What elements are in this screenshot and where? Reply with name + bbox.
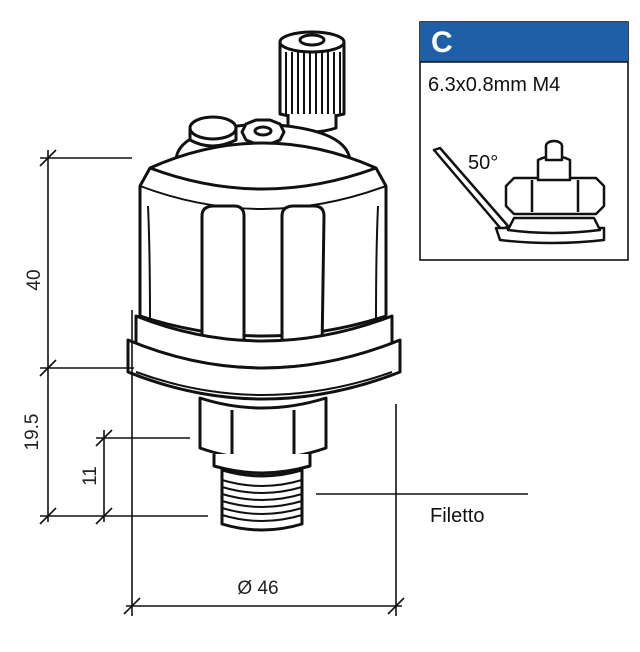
hex-nut	[198, 396, 328, 461]
inset-header	[420, 22, 628, 62]
inset-angle: 50°	[468, 152, 498, 174]
threaded-fitting	[212, 454, 312, 532]
dimension-height-thread: 11	[80, 466, 101, 486]
housing-recess	[200, 204, 246, 356]
sensor-housing	[138, 141, 388, 338]
inset-spec: 6.3x0.8mm M4	[428, 74, 560, 96]
dimension-diameter: Ø 46	[237, 578, 278, 599]
ground-screw	[240, 118, 286, 146]
dimension-height-body: 40	[24, 269, 45, 290]
base-flange	[126, 338, 402, 401]
thread-label: Filetto	[430, 505, 484, 527]
pressure-sensor	[126, 30, 402, 532]
inset-letter: C	[431, 26, 453, 59]
dimension-height-fitting: 19.5	[22, 414, 43, 451]
housing-recess	[280, 204, 326, 356]
terminal-inset: C 6.3x0.8mm M4 50°	[419, 21, 629, 261]
round-stud	[188, 115, 238, 148]
dimension-lines	[39, 149, 528, 616]
terminal-knurled-cap	[278, 30, 346, 134]
terminal-tab-icon	[432, 139, 606, 245]
